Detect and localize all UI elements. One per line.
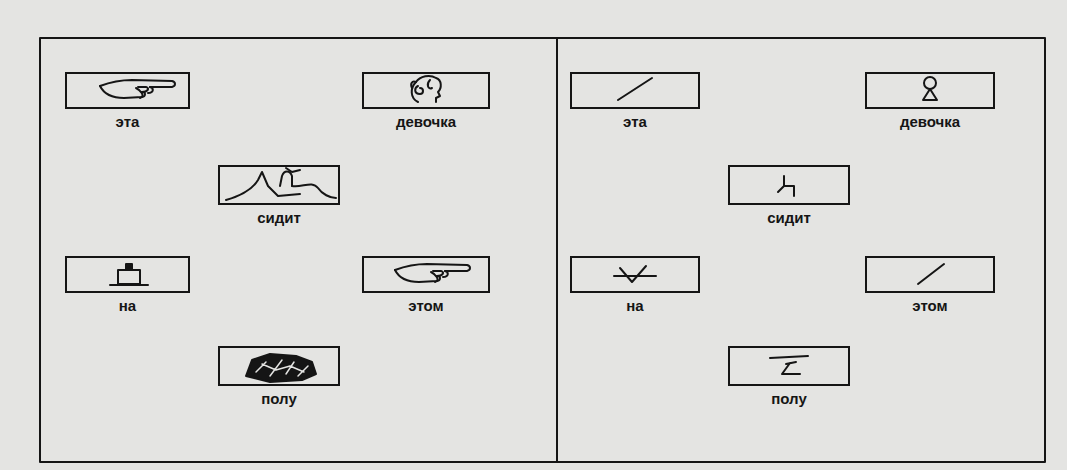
- pictogram-box: полу: [728, 346, 850, 386]
- word-label: эта: [116, 114, 140, 131]
- girl-head-pictogram: [411, 76, 441, 102]
- box-pictogram: [110, 264, 148, 285]
- pictogram-box: девочка: [865, 72, 995, 109]
- pictogram-box: эта: [65, 72, 190, 109]
- pictogram-box: на: [570, 256, 700, 293]
- sitting-symbol: [778, 176, 794, 196]
- pictogram-box: полу: [218, 346, 340, 386]
- divider: [556, 38, 558, 462]
- on-symbol: [614, 266, 656, 282]
- pictogram-box: этом: [362, 256, 490, 293]
- hand-pictogram: [100, 80, 175, 98]
- sitting-pictogram: [226, 168, 336, 200]
- word-label: эта: [623, 114, 647, 131]
- pictogram-box: эта: [570, 72, 700, 109]
- word-label: полу: [261, 391, 297, 408]
- pictogram-box: девочка: [362, 72, 490, 109]
- frame: [40, 38, 1045, 462]
- word-label: сидит: [767, 210, 811, 227]
- slash-symbol: [618, 78, 652, 100]
- word-label: сидит: [257, 210, 301, 227]
- word-label: девочка: [900, 114, 960, 131]
- hand-pictogram: [395, 264, 470, 282]
- word-label: этом: [912, 298, 947, 315]
- word-label: на: [626, 298, 643, 315]
- slash-symbol: [918, 264, 944, 284]
- pictogram-box: на: [65, 256, 190, 293]
- girl-symbol: [923, 77, 937, 100]
- word-label: девочка: [396, 114, 456, 131]
- floor-pictogram: [246, 354, 316, 382]
- word-label: полу: [771, 391, 807, 408]
- word-label: на: [119, 298, 136, 315]
- pictogram-box: сидит: [218, 165, 340, 205]
- word-label: этом: [408, 298, 443, 315]
- pictogram-box: сидит: [728, 165, 850, 205]
- floor-symbol: [770, 356, 808, 374]
- pictogram-box: этом: [865, 256, 995, 293]
